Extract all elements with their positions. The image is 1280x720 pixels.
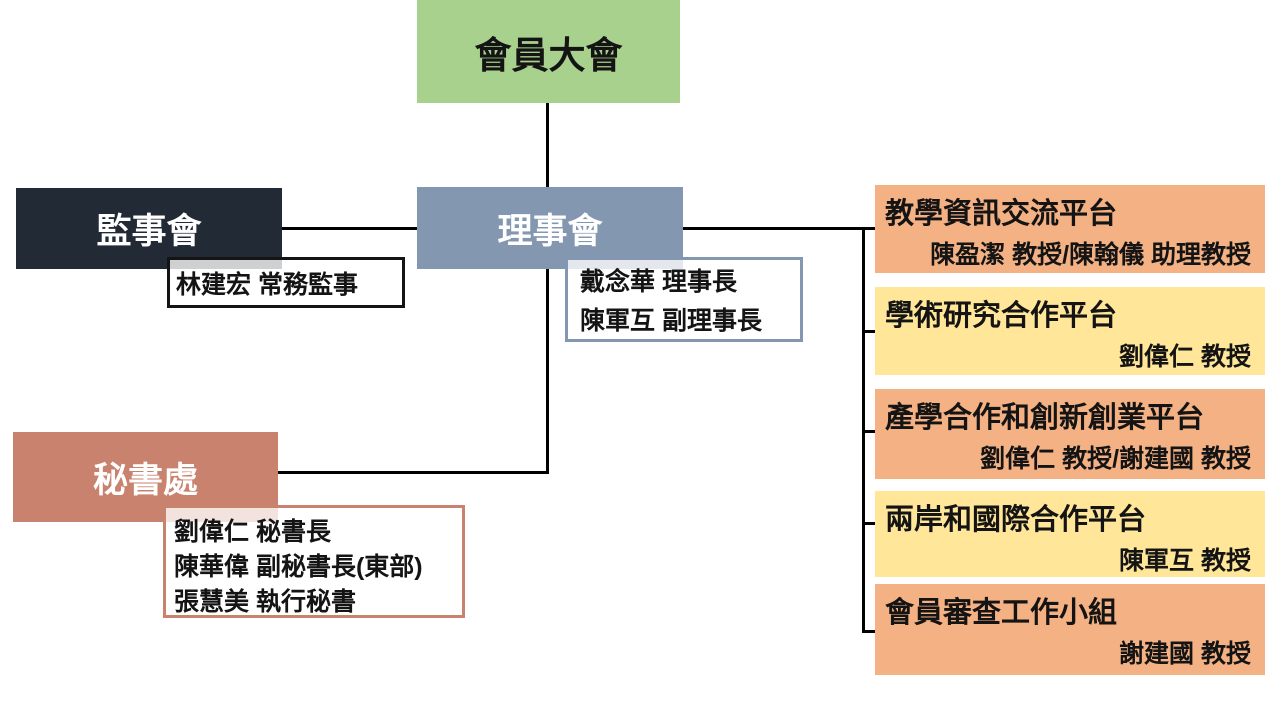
platform-box-membership-review: 會員審查工作小組 謝建國 教授 <box>875 584 1265 675</box>
platform-box-academic-research: 學術研究合作平台 劉偉仁 教授 <box>875 287 1265 375</box>
connector-assembly-board <box>546 103 549 187</box>
platform-staff: 劉偉仁 教授/謝建國 教授 <box>980 445 1251 473</box>
member-line: 林建宏 常務監事 <box>176 270 358 299</box>
node-supervisory-board: 監事會 <box>16 188 282 269</box>
connector-tick-platform-2 <box>862 330 876 333</box>
platform-box-teaching-info-exchange: 教學資訊交流平台 陳盈潔 教授/陳翰儀 助理教授 <box>875 185 1265 273</box>
node-label: 會員大會 <box>474 34 623 76</box>
secretariat-members: 劉偉仁 秘書長 陳華偉 副秘書長(東部) 張慧美 執行秘書 <box>163 505 465 618</box>
platform-title: 教學資訊交流平台 <box>885 198 1118 230</box>
platform-staff: 劉偉仁 教授 <box>1119 343 1251 371</box>
member-line: 張慧美 執行秘書 <box>174 588 356 616</box>
connector-board-down <box>546 269 549 474</box>
connector-board-secretariat <box>278 471 549 474</box>
platform-staff: 謝建國 教授 <box>1119 640 1251 668</box>
connector-supervisory-board <box>282 227 417 230</box>
node-label: 理事會 <box>497 211 603 251</box>
node-board-of-directors: 理事會 <box>417 187 683 269</box>
connector-tick-platform-3 <box>862 430 876 433</box>
supervisory-board-members: 林建宏 常務監事 <box>167 257 405 308</box>
connector-tick-platform-4 <box>862 522 876 525</box>
platform-staff: 陳盈潔 教授/陳翰儀 助理教授 <box>930 241 1251 269</box>
node-label: 秘書處 <box>92 460 198 500</box>
node-general-assembly: 會員大會 <box>417 0 680 103</box>
platform-title: 會員審查工作小組 <box>885 597 1118 629</box>
platform-staff: 陳軍互 教授 <box>1119 547 1251 575</box>
node-secretariat: 秘書處 <box>13 432 278 522</box>
platform-title: 產學合作和創新創業平台 <box>885 402 1205 434</box>
member-line: 陳軍互 副理事長 <box>580 306 762 335</box>
platform-box-cross-strait-international: 兩岸和國際合作平台 陳軍互 教授 <box>875 491 1265 577</box>
member-line: 戴念華 理事長 <box>580 268 737 297</box>
platform-title: 兩岸和國際合作平台 <box>885 504 1147 536</box>
platform-box-industry-innovation: 產學合作和創新創業平台 劉偉仁 教授/謝建國 教授 <box>875 389 1265 479</box>
platform-title: 學術研究合作平台 <box>885 300 1118 332</box>
member-line: 劉偉仁 秘書長 <box>174 518 331 546</box>
connector-board-platforms <box>683 227 875 230</box>
connector-tick-platform-5 <box>862 630 876 633</box>
member-line: 陳華偉 副秘書長(東部) <box>174 553 423 581</box>
node-label: 監事會 <box>96 212 202 251</box>
board-of-directors-members: 戴念華 理事長 陳軍互 副理事長 <box>565 257 803 342</box>
